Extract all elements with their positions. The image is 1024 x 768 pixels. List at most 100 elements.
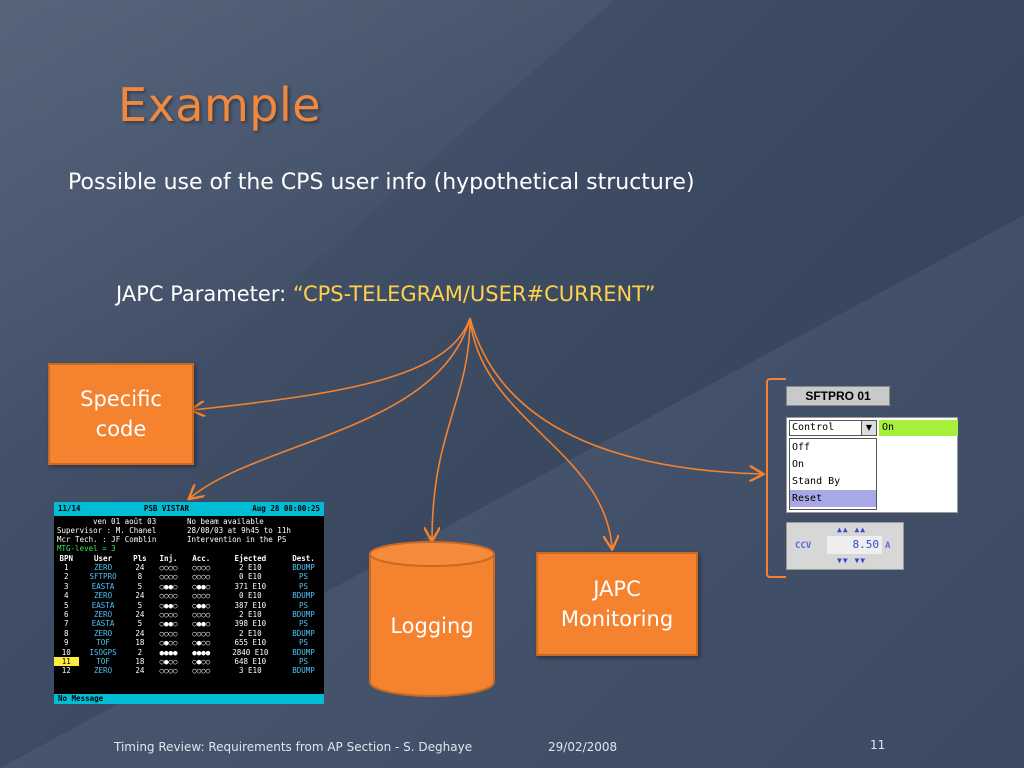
control-option[interactable]: Off <box>792 442 811 453</box>
table-cell-dest: PS <box>299 657 309 667</box>
arrow-to-control-widget <box>469 317 762 474</box>
ccv-decrease-icon[interactable]: ▼▼ ▼▼ <box>837 556 867 565</box>
table-cell-bpn: 1 <box>64 563 69 572</box>
table-cell-inj: ○○○○ <box>159 591 178 601</box>
table-cell-dest: BDUMP <box>292 591 315 601</box>
table-cell-inj: ○○○○ <box>159 572 178 582</box>
table-cell-ej: 2 E10 <box>239 610 262 620</box>
table-cell-acc: ○○○○ <box>192 628 211 638</box>
japc-parameter-line: JAPC Parameter: “CPS-TELEGRAM/USER#CURRE… <box>116 282 656 306</box>
control-option[interactable]: Stand By <box>792 476 841 487</box>
table-cell-inj: ○○○○ <box>159 666 178 676</box>
japc-parameter-name: “CPS-TELEGRAM/USER#CURRENT” <box>292 282 656 306</box>
table-cell-acc: ○●●○ <box>192 619 211 629</box>
ccv-increase-icon[interactable]: ▲▲ ▲▲ <box>837 525 867 534</box>
specific-code-line1: Specific <box>80 387 162 411</box>
table-cell-pls: 5 <box>137 619 143 629</box>
vistar-header-center: PSB VISTAR <box>143 504 189 513</box>
sftpro-title: SFTPRO 01 <box>786 386 890 406</box>
ccv-label: CCV <box>795 541 812 551</box>
table-cell-acc: ○○○○ <box>192 610 211 620</box>
table-cell-inj: ○○○○ <box>159 610 178 620</box>
japc-prefix: JAPC Parameter: <box>116 282 293 306</box>
table-cell-inj: ○●●○ <box>159 600 178 610</box>
vistar-col-header: Inj. <box>159 554 178 563</box>
japc-monitoring-box: JAPC Monitoring <box>536 552 698 656</box>
table-cell-dest: PS <box>299 600 309 610</box>
table-cell-bpn: 5 <box>64 600 69 610</box>
table-cell-bpn: 9 <box>64 638 69 648</box>
vistar-col-header: Ejected <box>234 554 267 563</box>
table-cell-acc: ○●○○ <box>192 657 211 667</box>
table-cell-inj: ○●○○ <box>159 657 178 667</box>
control-option[interactable]: On <box>792 459 805 470</box>
slide-subtitle: Possible use of the CPS user info (hypot… <box>68 170 695 195</box>
table-cell-bpn: 3 <box>64 581 69 591</box>
table-cell-user: ZERO <box>94 610 113 620</box>
table-cell-dest: BDUMP <box>292 610 315 620</box>
monitoring-line1: JAPC <box>593 577 641 601</box>
table-cell-inj: ○●●○ <box>159 619 178 629</box>
table-cell-acc: ○●●○ <box>192 581 211 591</box>
monitoring-line2: Monitoring <box>560 607 674 631</box>
table-cell-bpn: 10 <box>61 647 71 657</box>
table-cell-ej: 655 E10 <box>234 638 267 648</box>
table-cell-ej: 371 E10 <box>234 581 267 591</box>
table-cell-bpn: 12 <box>61 666 71 676</box>
vistar-col-header: User <box>94 554 113 563</box>
table-cell-acc: ○●●○ <box>192 600 211 610</box>
ccv-unit: A <box>885 541 891 551</box>
vistar-intervention: Intervention in the PS <box>187 535 287 544</box>
table-cell-ej: 2 E10 <box>239 563 262 572</box>
table-cell-user: SFTPRO <box>89 572 117 582</box>
vistar-beam-status: No beam available <box>187 517 264 526</box>
logging-cylinder-icon <box>369 541 495 697</box>
table-cell-ej: 0 E10 <box>239 572 262 582</box>
vistar-supervisor: Supervisor : M. Chanel <box>57 526 157 535</box>
table-cell-pls: 24 <box>135 628 145 638</box>
vistar-col-header: Acc. <box>192 554 211 563</box>
arrow-to-logging <box>432 317 471 540</box>
vistar-header: 11/14 PSB VISTAR Aug 28 08:00:25 <box>54 502 324 516</box>
table-cell-pls: 8 <box>137 572 143 582</box>
table-cell-user: EASTA <box>91 581 115 591</box>
ccv-value-field[interactable]: 8.50 <box>827 536 882 554</box>
vistar-mtg-level: MTG-level = 3 <box>57 544 116 553</box>
psb-vistar-panel: 11/14 PSB VISTAR Aug 28 08:00:25 ven 01 … <box>54 502 324 704</box>
table-cell-bpn: 11 <box>54 657 79 667</box>
vistar-date: ven 01 août 03 <box>93 517 157 526</box>
table-cell-user: ZERO <box>94 591 113 601</box>
table-cell-pls: 18 <box>135 638 145 648</box>
vistar-technician: Mcr Tech. : JF Comblin <box>57 535 157 544</box>
table-cell-user: ISOGPS <box>89 647 117 657</box>
ccv-panel: ▲▲ ▲▲ CCV 8.50 A ▼▼ ▼▼ <box>786 522 904 570</box>
slide-title: Example <box>118 78 322 132</box>
vistar-schedule: 28/08/03 at 9h45 to 11h <box>187 526 291 535</box>
specific-code-line2: code <box>95 417 147 441</box>
arrow-to-vistar <box>190 317 471 498</box>
table-cell-pls: 24 <box>135 610 145 620</box>
logging-label: Logging <box>390 614 474 638</box>
vistar-header-right: Aug 28 08:00:25 <box>252 504 320 513</box>
table-cell-ej: 2840 E10 <box>232 647 269 657</box>
table-cell-ej: 2 E10 <box>239 628 262 638</box>
table-cell-user: ZERO <box>94 628 113 638</box>
chevron-down-icon[interactable]: ▼ <box>861 420 877 436</box>
vistar-col-header: Pls <box>133 554 147 563</box>
table-cell-acc: ●●●● <box>192 647 211 657</box>
control-option[interactable]: Reset <box>790 490 876 507</box>
table-cell-inj: ○●○○ <box>159 638 178 648</box>
table-cell-dest: BDUMP <box>292 647 315 657</box>
control-select[interactable]: Control <box>789 420 863 436</box>
table-cell-dest: PS <box>299 619 309 629</box>
table-cell-acc: ○○○○ <box>192 563 211 572</box>
arrow-to-monitoring <box>469 317 612 548</box>
